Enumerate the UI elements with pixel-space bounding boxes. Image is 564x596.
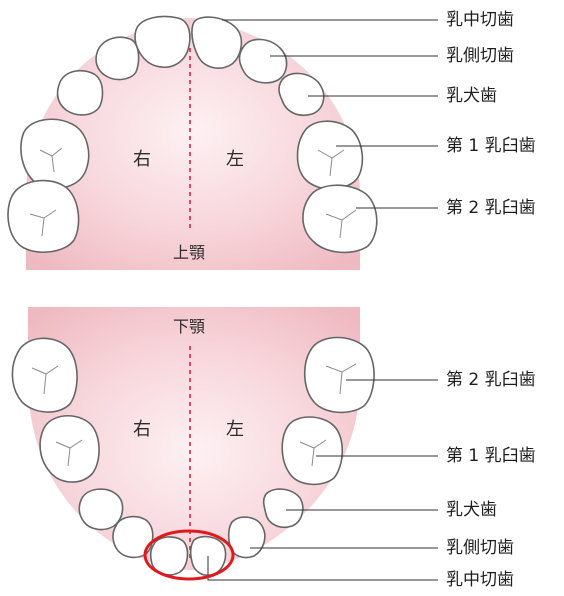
lower-left-first-molar <box>282 417 342 484</box>
lower-right-side-label: 右 <box>133 420 151 440</box>
upper-left-lateral-incisor <box>240 39 287 82</box>
label-lower-lateral-incisor: 乳側切歯 <box>446 538 514 558</box>
upper-left-side-label: 左 <box>226 150 244 170</box>
upper-right-lateral-incisor <box>96 37 139 79</box>
lower-right-central-incisor <box>151 537 188 575</box>
lower-jaw-label: 下顎 <box>173 318 205 336</box>
lower-left-side-label: 左 <box>226 420 244 440</box>
upper-right-second-molar <box>8 181 79 253</box>
upper-left-first-molar <box>298 121 363 189</box>
upper-right-side-label: 右 <box>133 150 151 170</box>
label-lower-central-incisor: 乳中切歯 <box>446 570 514 590</box>
label-upper-lateral-incisor: 乳側切歯 <box>446 46 514 66</box>
lower-left-second-molar <box>305 338 374 413</box>
label-lower-first-molar: 第 1 乳臼歯 <box>446 446 536 466</box>
label-upper-canine: 乳犬歯 <box>446 86 497 106</box>
leader-lower-central <box>208 556 438 580</box>
label-upper-first-molar: 第 1 乳臼歯 <box>446 136 536 156</box>
label-lower-second-molar: 第 2 乳臼歯 <box>446 370 536 390</box>
upper-right-canine <box>58 71 103 115</box>
lower-right-second-molar <box>12 338 77 412</box>
label-lower-canine: 乳犬歯 <box>446 500 497 520</box>
upper-jaw-label: 上顎 <box>173 244 205 262</box>
lower-right-canine <box>79 489 122 529</box>
label-upper-central-incisor: 乳中切歯 <box>446 10 514 30</box>
label-upper-second-molar: 第 2 乳臼歯 <box>446 198 536 218</box>
lower-left-canine <box>264 489 303 527</box>
